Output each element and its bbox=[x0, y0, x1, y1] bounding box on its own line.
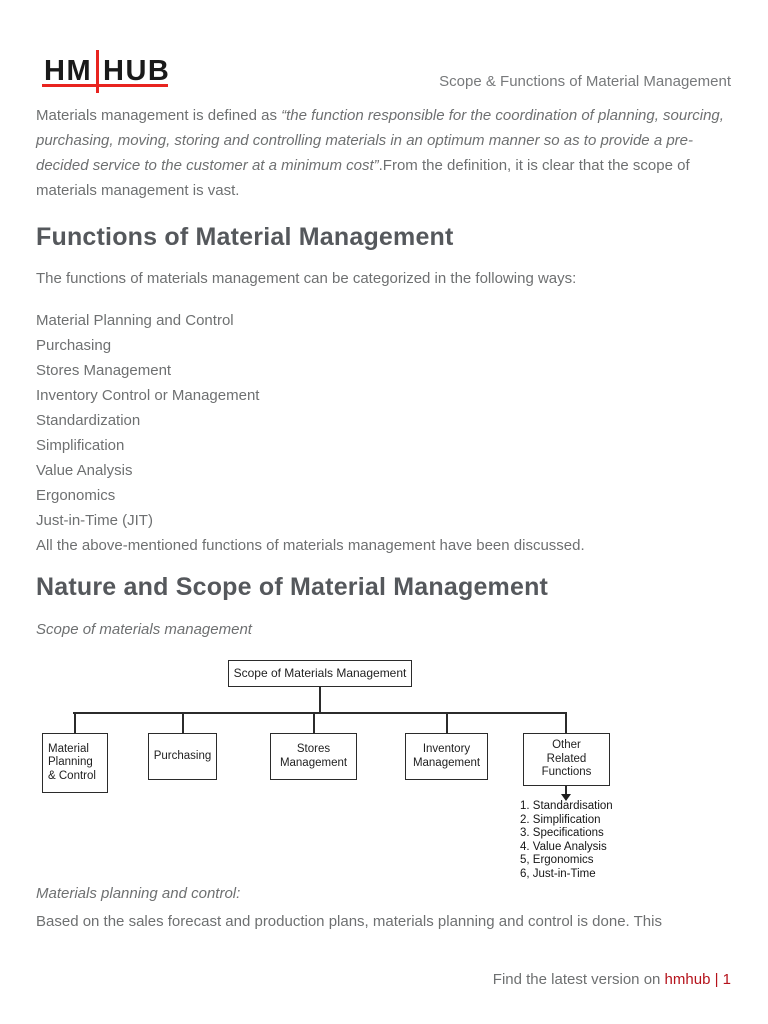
functions-lead: The functions of materials management ca… bbox=[36, 270, 577, 287]
other-functions-item: 2. Simplification bbox=[520, 813, 601, 826]
scope-caption: Scope of materials management bbox=[36, 621, 252, 638]
planning-paragraph: Based on the sales forecast and producti… bbox=[36, 913, 662, 930]
other-functions-item: 1. Standardisation bbox=[520, 800, 613, 812]
logo-red-divider bbox=[96, 50, 99, 93]
hmhub-logo: HM HUB bbox=[42, 50, 171, 93]
diagram-stem-line bbox=[319, 687, 321, 712]
diagram-drop-line bbox=[446, 712, 448, 733]
functions-list-item: Just-in-Time (JIT) bbox=[36, 512, 153, 529]
functions-closing-line: All the above-mentioned functions of mat… bbox=[36, 537, 585, 554]
diagram-root-box: Scope of Materials Management bbox=[228, 660, 412, 687]
diagram-box-stores-management: Stores Management bbox=[270, 733, 357, 780]
diagram-arrow-down bbox=[565, 786, 567, 795]
diagram-drop-line bbox=[74, 712, 76, 733]
diagram-box-purchasing: Purchasing bbox=[148, 733, 217, 780]
logo-text-hub: HUB bbox=[103, 55, 171, 87]
diagram-box-inventory-management: Inventory Management bbox=[405, 733, 488, 780]
diagram-box-other-related-functions: Other Related Functions bbox=[523, 733, 610, 786]
logo-red-underline bbox=[42, 84, 168, 87]
functions-list-item: Purchasing bbox=[36, 337, 112, 354]
functions-list-item: Simplification bbox=[36, 437, 125, 454]
intro-prefix: Materials management is defined as bbox=[36, 107, 282, 124]
other-functions-item: 5, Ergonomics bbox=[520, 854, 594, 866]
footer-prefix: Find the latest version on bbox=[492, 971, 665, 988]
section-heading-nature: Nature and Scope of Material Management bbox=[36, 573, 549, 601]
functions-list-item: Ergonomics bbox=[36, 487, 116, 504]
section-heading-functions: Functions of Material Management bbox=[36, 223, 454, 251]
other-functions-list: 1. Standardisation 2. Simplification 3. … bbox=[520, 800, 613, 881]
functions-list-item: Standardization bbox=[36, 412, 141, 429]
diagram-box-material-planning-control: Material Planning & Control bbox=[42, 733, 108, 793]
functions-list-item: Inventory Control or Management bbox=[36, 387, 260, 404]
footer-hmhub-link[interactable]: hmhub | 1 bbox=[664, 971, 731, 988]
document-header-title: Scope & Functions of Material Management bbox=[439, 73, 731, 90]
intro-paragraph: Materials management is defined as “the … bbox=[36, 103, 734, 203]
diagram-drop-line bbox=[565, 712, 567, 733]
other-functions-item: 3. Specifications bbox=[520, 827, 604, 839]
other-functions-item: 4. Value Analysis bbox=[520, 840, 607, 853]
scope-diagram: Scope of Materials Management Material P… bbox=[36, 658, 736, 882]
functions-list-item: Stores Management bbox=[36, 362, 172, 379]
diagram-arrowhead-icon bbox=[561, 794, 571, 801]
other-functions-item: 6, Just-in-Time bbox=[520, 867, 596, 880]
diagram-drop-line bbox=[313, 712, 315, 733]
logo-text-hm: HM bbox=[44, 55, 93, 87]
functions-list-item: Value Analysis bbox=[36, 462, 133, 479]
page-footer: Find the latest version on hmhub | 1 bbox=[493, 971, 731, 988]
diagram-drop-line bbox=[182, 712, 184, 733]
functions-list: Material Planning and Control Purchasing… bbox=[36, 308, 734, 558]
diagram-horizontal-line bbox=[73, 712, 567, 714]
planning-caption: Materials planning and control: bbox=[36, 885, 241, 902]
functions-list-item: Material Planning and Control bbox=[36, 312, 234, 329]
intro-quote: “the function responsible for the coordi… bbox=[36, 107, 724, 174]
intro-suffix: .From the definition, it is clear that t… bbox=[36, 157, 690, 199]
